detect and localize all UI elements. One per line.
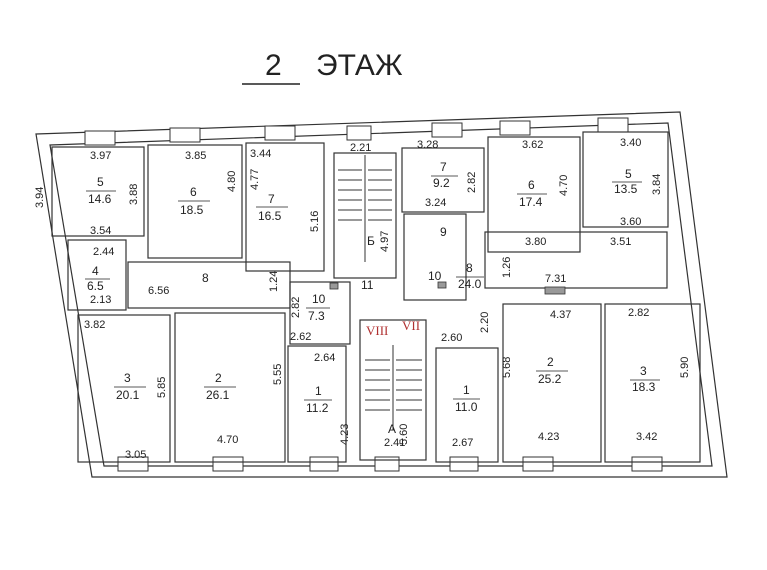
stairs-b	[338, 155, 392, 262]
rooms-right: 7 9.2 6 17.4 5 13.5 9 10 8 24.0 1 11.0 2…	[428, 160, 660, 414]
dim: 4.80	[226, 171, 238, 192]
dim: 5.55	[272, 364, 284, 385]
dim: 2.67	[452, 437, 473, 449]
room-l3-area: 20.1	[116, 388, 140, 402]
room-r6-id: 6	[528, 178, 535, 192]
dim: 4.23	[339, 424, 351, 445]
room-r8-area: 24.0	[458, 277, 482, 291]
dim: 4.23	[538, 431, 559, 443]
dim: 1.26	[501, 257, 513, 278]
room-l4-area: 6.5	[87, 279, 104, 293]
room-r3-id: 3	[640, 364, 647, 378]
room-r3-area: 18.3	[632, 380, 656, 394]
room-r7-area: 9.2	[433, 176, 450, 190]
room-l6-area: 18.5	[180, 203, 204, 217]
stair-labels: Б А VIII VII 11	[361, 234, 420, 436]
dim: 5.60	[398, 424, 410, 445]
room-r7-id: 7	[440, 160, 447, 174]
room-l5-area: 14.6	[88, 192, 112, 206]
dim: 3.85	[185, 150, 206, 162]
room-r5-area: 13.5	[614, 182, 638, 196]
dim: 5.85	[156, 377, 168, 398]
room-r8-id: 8	[466, 261, 473, 275]
dim: 4.70	[558, 175, 570, 196]
room-r5-id: 5	[625, 167, 632, 181]
room-l1-area: 11.2	[306, 401, 329, 415]
dim: 2.44	[93, 246, 114, 258]
room-l3-id: 3	[124, 371, 131, 385]
dim: 4.97	[379, 231, 391, 252]
room-11-label: 11	[361, 278, 374, 292]
dim: 3.51	[610, 236, 631, 248]
outer-walls	[35, 111, 728, 478]
room-r2-area: 25.2	[538, 372, 562, 386]
room-r1-area: 11.0	[455, 400, 478, 414]
rooms-left: 5 14.6 6 18.5 7 16.5 4 6.5 8 10 7.3 3 20…	[85, 175, 332, 415]
dim: 2.21	[350, 142, 371, 154]
dim: 2.64	[314, 352, 335, 364]
room-l2-area: 26.1	[206, 388, 230, 402]
dim: 3.24	[425, 197, 446, 209]
dim: 2.82	[290, 297, 302, 318]
dim: 5.16	[309, 211, 321, 232]
room-l6-id: 6	[190, 185, 197, 199]
room-r1-id: 1	[463, 383, 470, 397]
dim: 6.56	[148, 285, 169, 297]
dim: 1.24	[268, 271, 280, 292]
section-viii-label: VIII	[366, 323, 388, 338]
room-r9-id: 9	[440, 225, 447, 239]
dim: 3.42	[636, 431, 657, 443]
dim: 5.90	[679, 357, 691, 378]
hatch-blocks	[329, 281, 566, 295]
room-l10-area: 7.3	[308, 309, 325, 323]
room-l7-id: 7	[268, 192, 275, 206]
dim: 3.28	[417, 139, 438, 151]
dim: 3.44	[250, 148, 271, 160]
dim: 7.31	[545, 273, 566, 285]
dim: 3.97	[90, 150, 111, 162]
stair-a-label: А	[388, 422, 396, 436]
room-l5-id: 5	[97, 175, 104, 189]
dim: 3.40	[620, 137, 641, 149]
room-l2-id: 2	[215, 371, 222, 385]
windows-bottom	[117, 456, 663, 472]
dim: 3.94	[34, 187, 46, 208]
room-l7-area: 16.5	[258, 209, 282, 223]
dim: 3.60	[620, 216, 641, 228]
room-l8-id: 8	[202, 271, 209, 285]
stair-b-label: Б	[367, 234, 375, 248]
dim: 2.82	[628, 307, 649, 319]
dim: 4.37	[550, 309, 571, 321]
dim: 5.68	[501, 357, 513, 378]
interior-walls	[51, 131, 701, 463]
dim: 3.62	[522, 139, 543, 151]
dim: 2.20	[479, 312, 491, 333]
stairs-a	[365, 345, 422, 430]
dim: 3.05	[125, 449, 146, 461]
dim: 2.41	[384, 437, 405, 449]
dim: 3.84	[651, 174, 663, 195]
dim: 4.77	[249, 169, 261, 190]
dim: 2.62	[290, 331, 311, 343]
dim: 3.88	[128, 184, 140, 205]
room-l4-id: 4	[92, 264, 99, 278]
dim: 4.70	[217, 434, 238, 446]
floor-title: ЭТАЖ	[316, 49, 403, 82]
room-r6-area: 17.4	[519, 195, 543, 209]
room-r2-id: 2	[547, 355, 554, 369]
room-r10-id: 10	[428, 269, 442, 283]
room-l1-id: 1	[315, 384, 322, 398]
floor-number: 2	[265, 49, 282, 82]
section-vii-label: VII	[402, 318, 420, 333]
dim: 3.80	[525, 236, 546, 248]
dim: 2.60	[441, 332, 462, 344]
dim: 3.82	[84, 319, 105, 331]
dimension-labels: 3.97 3.94 3.88 3.54 3.85 4.80 3.44 4.77 …	[34, 137, 691, 461]
dim: 2.82	[466, 172, 478, 193]
dim: 3.54	[90, 225, 111, 237]
dim: 2.13	[90, 294, 111, 306]
room-l10-id: 10	[312, 292, 326, 306]
